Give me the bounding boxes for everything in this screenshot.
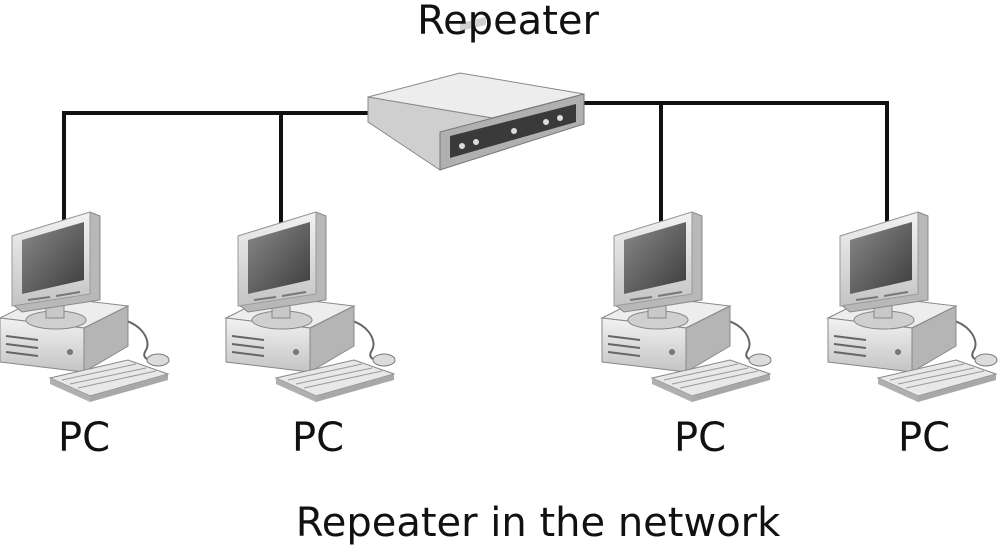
pc-label: PC [673,415,727,461]
desktop-computer-icon [0,211,170,403]
repeater-label: Repeater [417,0,599,44]
pc-label: PC [897,415,951,461]
desktop-computer-icon [601,211,772,403]
cable-right-bus [580,101,889,225]
cable-left-bus [62,111,372,225]
desktop-computer-icon [225,211,396,403]
desktop-computer-icon [827,211,998,403]
pc-label: PC [291,415,345,461]
diagram-caption: Repeater in the network [295,500,781,546]
pc-label: PC [57,415,111,461]
repeater-device-icon [367,16,585,171]
network-cables [62,101,889,225]
